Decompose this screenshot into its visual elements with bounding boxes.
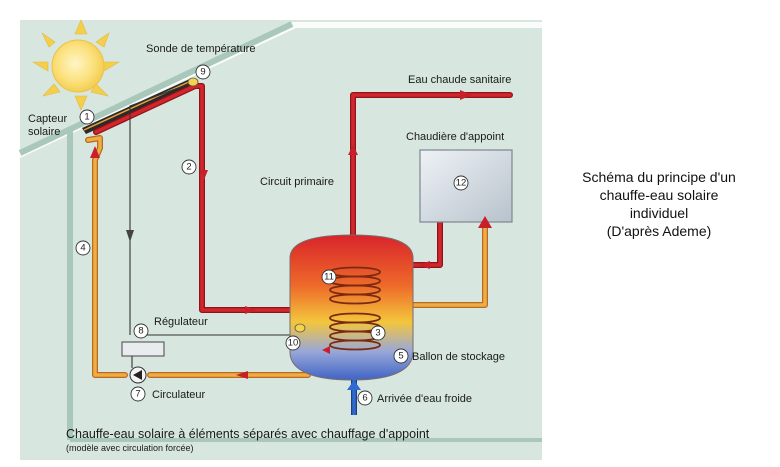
label-circuit-primaire: Circuit primaire: [260, 176, 334, 188]
side-caption: Schéma du principe d'un chauffe-eau sola…: [548, 168, 770, 240]
temperature-sensor-icons: [187, 77, 306, 333]
label-eau-chaude: Eau chaude sanitaire: [408, 74, 511, 86]
number-marker-labels: 1 2 3 4 5 6 7 8 9 10 11 12: [80, 67, 466, 404]
circulator-pump-icon: [129, 366, 147, 384]
marker-5: 5: [398, 351, 403, 362]
label-capteur-line1: Capteur: [28, 113, 67, 125]
label-arrivee: Arrivée d'eau froide: [377, 393, 472, 405]
storage-tank: [289, 234, 414, 381]
regulator-box: [121, 341, 165, 357]
marker-1: 1: [84, 112, 89, 123]
side-caption-line1: Schéma du principe d'un: [582, 169, 736, 185]
marker-10: 10: [288, 338, 299, 349]
marker-3: 3: [375, 328, 380, 339]
marker-6: 6: [362, 393, 367, 404]
label-capteur-line2: solaire: [28, 126, 60, 138]
diagram-caption-title: Chauffe-eau solaire à éléments séparés a…: [66, 427, 430, 441]
cold-water-inlet: [347, 380, 361, 415]
sun-icon: [31, 19, 121, 111]
marker-2: 2: [186, 162, 191, 173]
house-outline: [18, 21, 542, 442]
label-chaudiere: Chaudière d'appoint: [406, 131, 504, 143]
label-circulateur: Circulateur: [152, 389, 206, 401]
marker-11: 11: [324, 272, 334, 283]
marker-12: 12: [456, 178, 467, 189]
marker-9: 9: [200, 67, 205, 78]
side-caption-line4: (D'après Ademe): [606, 223, 712, 239]
marker-4: 4: [80, 243, 85, 254]
number-markers: [75, 64, 469, 406]
flow-arrows: [90, 90, 492, 379]
label-sonde: Sonde de température: [146, 43, 255, 55]
side-caption-line2: chauffe-eau solaire: [599, 187, 719, 203]
marker-7: 7: [135, 389, 140, 400]
label-regulateur: Régulateur: [154, 316, 208, 328]
side-caption-line3: individuel: [629, 205, 689, 221]
marker-8: 8: [138, 326, 143, 337]
label-ballon: Ballon de stockage: [412, 351, 505, 363]
diagram-caption-subtitle: (modèle avec circulation forcée): [66, 443, 194, 453]
